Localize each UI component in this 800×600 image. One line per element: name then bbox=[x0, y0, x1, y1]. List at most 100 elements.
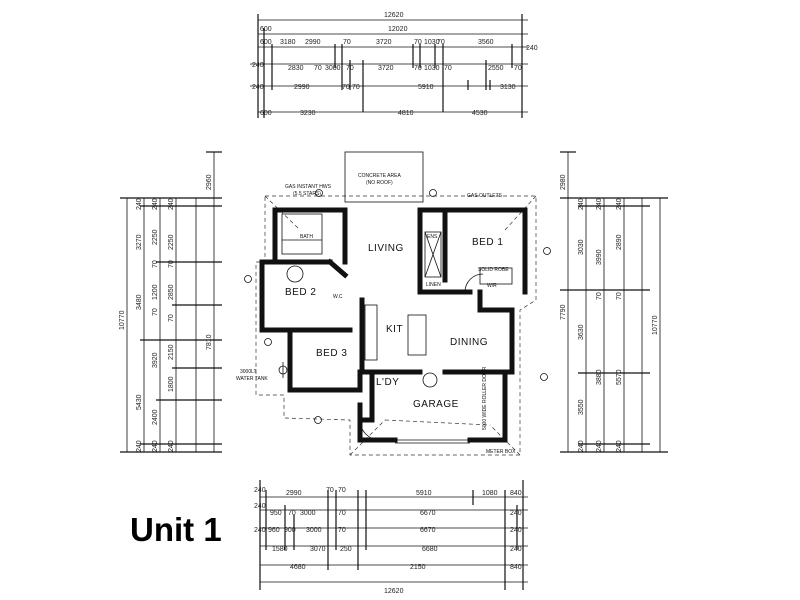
top-dim-r3-1: 3180 bbox=[280, 39, 296, 46]
right-dim-c4-0: 240 bbox=[596, 198, 603, 210]
top-dim-r3-4: 3720 bbox=[376, 39, 392, 46]
top-dim-r6-2: 4810 bbox=[398, 110, 414, 117]
top-dim-r3-3: 70 bbox=[343, 39, 351, 46]
top-dim-r5-2: 70 bbox=[342, 84, 350, 91]
right-dim-c3-1: 3030 bbox=[578, 239, 585, 255]
left-dim-c5-6: 1800 bbox=[168, 376, 175, 392]
left-dim-c3-4: 240 bbox=[136, 440, 143, 452]
right-dim-c5-3: 5570 bbox=[616, 369, 623, 385]
gas-hws-label: GAS INSTANT HWS bbox=[285, 184, 332, 190]
top-dim-r3-2: 2990 bbox=[305, 39, 321, 46]
section-markers bbox=[244, 189, 551, 424]
bottom-dim-r3-0: 240 bbox=[254, 527, 266, 534]
top-dim-r4-7: 1030 bbox=[424, 65, 440, 72]
right-dim-c3-2: 3630 bbox=[578, 324, 585, 340]
right-dim-c5-1: 2890 bbox=[616, 234, 623, 250]
gas-outlets-label: GAS OUTLETS bbox=[467, 193, 503, 199]
top-dim-r2-1: 12020 bbox=[388, 26, 408, 33]
top-dimension-block: 12620 600 12020 600 3180 2990 70 3720 70… bbox=[250, 12, 538, 118]
left-dim-c5-5: 2150 bbox=[168, 344, 175, 360]
right-dim-c2-0: 2980 bbox=[560, 174, 567, 190]
top-dim-r3-6: 1030 bbox=[424, 39, 440, 46]
bottom-dim-r3-4: 70 bbox=[338, 527, 346, 534]
kitchen-label: KIT bbox=[386, 324, 403, 335]
bottom-dim-r3-3: 3000 bbox=[306, 527, 322, 534]
right-dim-c5-4: 240 bbox=[616, 440, 623, 452]
bottom-dim-r5-1: 2150 bbox=[410, 564, 426, 571]
bottom-dim-r4-3: 6680 bbox=[422, 546, 438, 553]
top-dim-r4-1: 2830 bbox=[288, 65, 304, 72]
top-dim-r5-3: 70 bbox=[352, 84, 360, 91]
bottom-dim-r6-0: 12620 bbox=[384, 588, 404, 595]
bottom-dim-r3-6: 240 bbox=[510, 527, 522, 534]
wc-label: W.C bbox=[333, 294, 343, 300]
left-dim-c4-4: 70 bbox=[152, 308, 159, 316]
right-dim-c3-0: 240 bbox=[578, 198, 585, 210]
bottom-dim-r1-0: 240 bbox=[254, 487, 266, 494]
bottom-dim-r4-2: 250 bbox=[340, 546, 352, 553]
top-dim-r4-9: 2550 bbox=[488, 65, 504, 72]
right-dim-c4-1: 3990 bbox=[596, 249, 603, 265]
concrete-area-label: CONCRETE AREA bbox=[358, 173, 401, 179]
gas-hws-stars-label: (5.5 STARS) bbox=[293, 191, 321, 197]
robe-label: SOLID ROBE bbox=[478, 267, 509, 273]
right-dim-c5-0: 240 bbox=[616, 198, 623, 210]
top-dim-r2-0: 600 bbox=[260, 26, 272, 33]
left-dim-c2-0: 2960 bbox=[206, 174, 213, 190]
right-dim-c2-1: 7790 bbox=[560, 304, 567, 320]
left-dim-c4-3: 1200 bbox=[152, 284, 159, 300]
top-dim-r4-2: 70 bbox=[314, 65, 322, 72]
left-dim-c5-0: 240 bbox=[168, 198, 175, 210]
dining-label: DINING bbox=[450, 337, 488, 348]
bottom-dim-r1-2: 70 bbox=[326, 487, 334, 494]
bed2-label: BED 2 bbox=[285, 287, 316, 298]
top-dim-r5-5: 3130 bbox=[500, 84, 516, 91]
left-dim-c4-7: 240 bbox=[152, 440, 159, 452]
bottom-dim-r1-5: 1080 bbox=[482, 490, 498, 497]
top-dim-r4-8: 70 bbox=[444, 65, 452, 72]
concrete-area: CONCRETE AREA (NO ROOF) bbox=[344, 151, 424, 203]
right-dim-c1-0: 10770 bbox=[652, 315, 659, 335]
left-dim-c5-3: 2850 bbox=[168, 284, 175, 300]
top-dim-r4-0: 240 bbox=[252, 62, 264, 69]
left-dim-c5-1: 2250 bbox=[168, 234, 175, 250]
wir-label: W/R bbox=[487, 283, 497, 289]
top-dim-r6-0: 600 bbox=[260, 110, 272, 117]
bottom-dimension-block: 240 2990 70 70 5910 1080 840 240 950 70 … bbox=[254, 480, 528, 595]
right-dim-c4-4: 240 bbox=[596, 440, 603, 452]
ens-label: ENS bbox=[427, 234, 438, 240]
left-dim-c5-2: 70 bbox=[168, 260, 175, 268]
bottom-dim-r2-4: 70 bbox=[338, 510, 346, 517]
meter-box-label: METER BOX bbox=[486, 449, 516, 455]
top-dim-r3-5: 70 bbox=[414, 39, 422, 46]
bottom-dim-r3-2: 900 bbox=[284, 527, 296, 534]
bath-label: BATH bbox=[300, 234, 313, 240]
right-dim-c4-3: 3880 bbox=[596, 369, 603, 385]
left-dim-c4-0: 240 bbox=[152, 198, 159, 210]
top-dim-r4-3: 3000 bbox=[325, 65, 341, 72]
left-dim-c4-2: 70 bbox=[152, 260, 159, 268]
left-dim-c3-2: 3480 bbox=[136, 294, 143, 310]
top-dim-r5-1: 2990 bbox=[294, 84, 310, 91]
water-tank-label: 3000LT bbox=[240, 369, 257, 375]
bottom-dim-r2-0: 240 bbox=[254, 503, 266, 510]
bottom-dim-r3-1: 960 bbox=[268, 527, 280, 534]
bottom-dim-r5-0: 4680 bbox=[290, 564, 306, 571]
garage-label: GARAGE bbox=[413, 399, 459, 410]
plan-notes: GAS INSTANT HWS (5.5 STARS) GAS OUTLETS … bbox=[236, 184, 516, 455]
top-dim-r1-0: 12620 bbox=[384, 12, 404, 19]
left-dim-c4-1: 2250 bbox=[152, 229, 159, 245]
living-label: LIVING bbox=[368, 243, 404, 254]
bottom-dim-r4-0: 1580 bbox=[272, 546, 288, 553]
bottom-dim-r1-6: 840 bbox=[510, 490, 522, 497]
top-dim-r3-7: 70 bbox=[437, 39, 445, 46]
left-dim-c4-5: 3920 bbox=[152, 352, 159, 368]
roller-door-label: 5000 WIDE ROLLER DOOR bbox=[482, 366, 488, 430]
bed1-label: BED 1 bbox=[472, 237, 503, 248]
top-dim-r5-0: 240 bbox=[252, 84, 264, 91]
bottom-dim-r2-5: 6670 bbox=[420, 510, 436, 517]
north-arrow-icon bbox=[278, 362, 288, 378]
left-dim-c3-0: 240 bbox=[136, 198, 143, 210]
bottom-dim-r2-2: 70 bbox=[288, 510, 296, 517]
